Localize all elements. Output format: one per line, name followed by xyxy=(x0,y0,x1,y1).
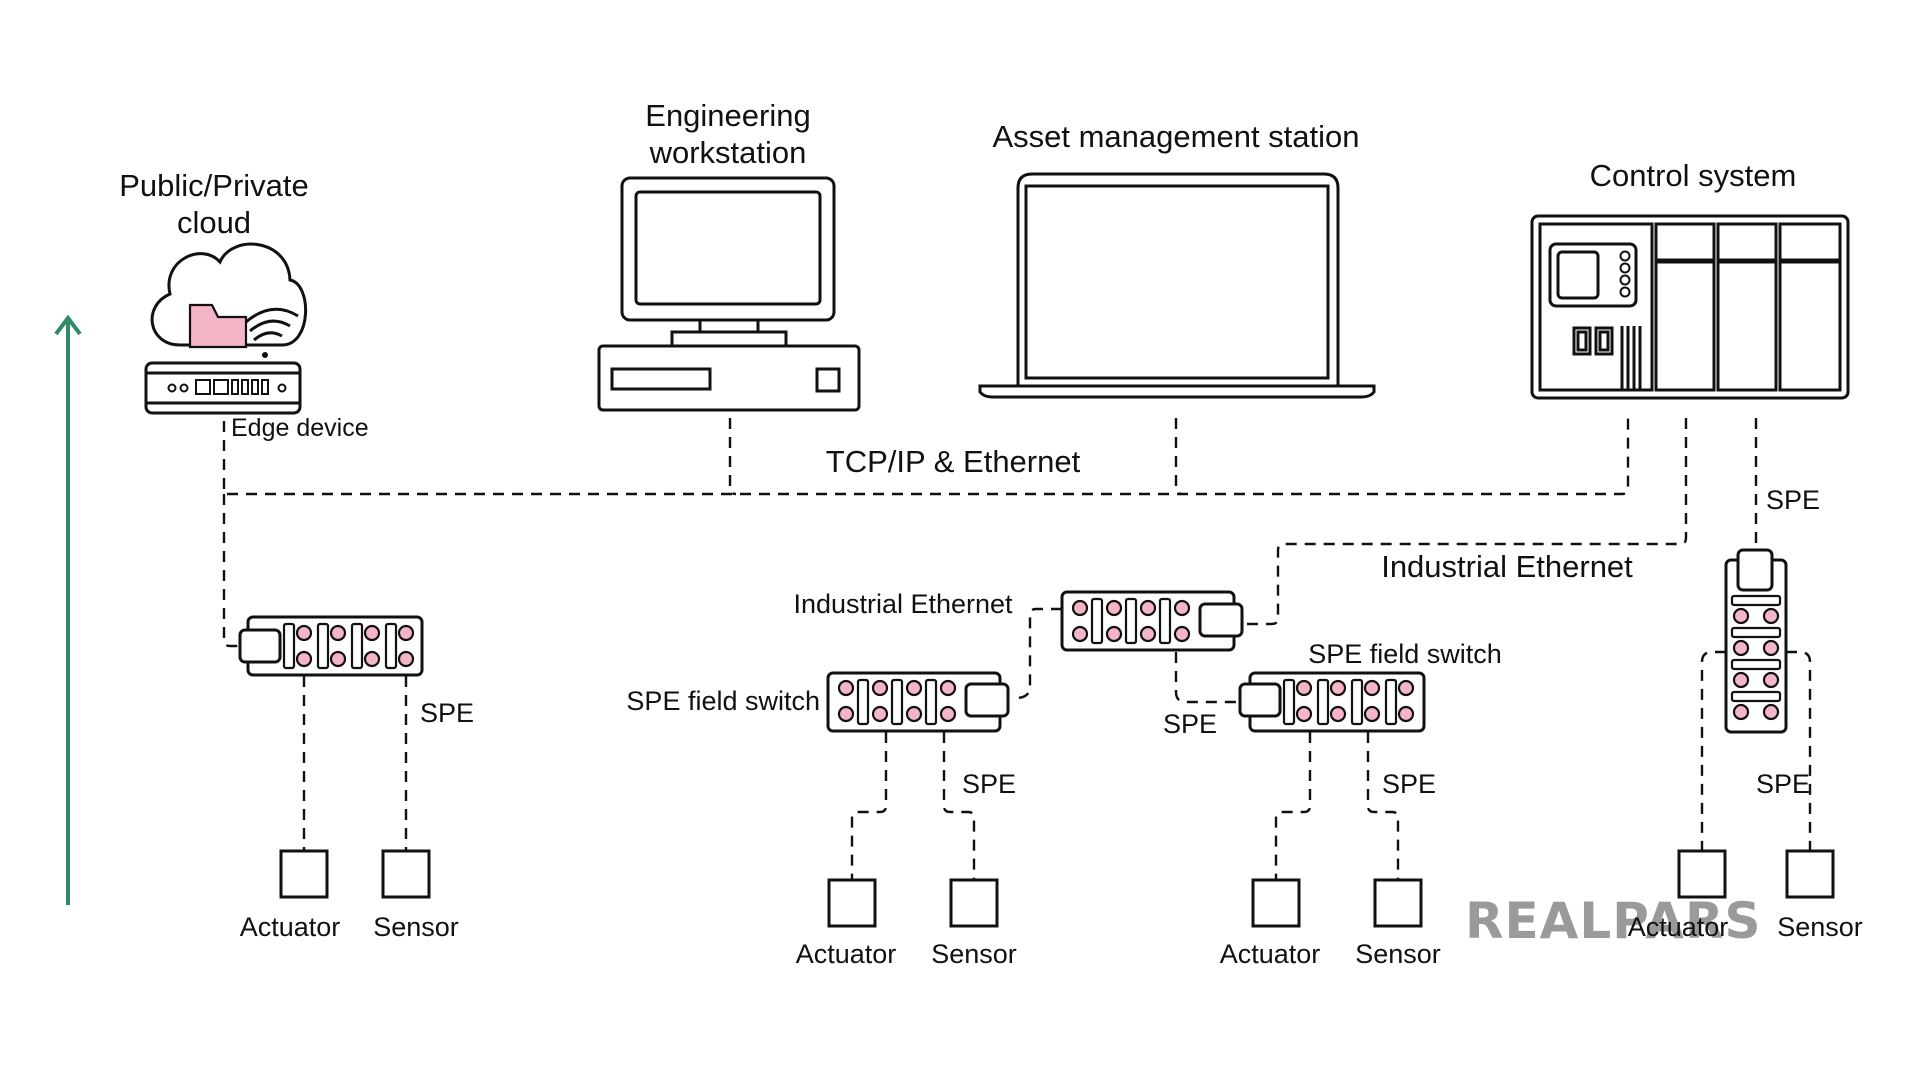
up-arrow-icon xyxy=(54,314,82,905)
edge-device-icon xyxy=(144,361,302,415)
sensor-label: Sensor xyxy=(931,939,1017,969)
sensor-icon xyxy=(381,849,431,899)
cloud-label-line1: Public/Private xyxy=(119,168,309,203)
spe-field-switch-left-label: SPE field switch xyxy=(626,686,820,716)
plc-rack-icon xyxy=(1530,214,1850,400)
spe-mid-label: SPE xyxy=(1382,769,1436,799)
cloud-label-line2: cloud xyxy=(177,205,251,240)
network-lines xyxy=(222,418,1812,880)
asset-management-label: Asset management station xyxy=(992,119,1359,154)
tcpip-ethernet-label: TCP/IP & Ethernet xyxy=(826,444,1081,479)
actuator-label: Actuator xyxy=(1628,912,1729,942)
industrial-ethernet-main-label: Industrial Ethernet xyxy=(1381,549,1633,584)
folder-icon xyxy=(188,303,248,349)
actuator-label: Actuator xyxy=(1220,939,1321,969)
actuator-label: Actuator xyxy=(240,912,341,942)
actuator-label: Actuator xyxy=(796,939,897,969)
sensor-icon xyxy=(1373,878,1423,928)
engineering-label-line2: workstation xyxy=(649,135,807,170)
field-switch-icon xyxy=(826,671,1010,733)
actuator-icon xyxy=(1251,878,1301,928)
field-switch-icon xyxy=(238,615,424,677)
field-switch-icon xyxy=(1724,548,1788,734)
realpars-watermark: REALPARS xyxy=(1465,892,1761,950)
sensor-icon xyxy=(1785,849,1835,899)
spe-center-label: SPE xyxy=(1163,709,1217,739)
engineering-label-line1: Engineering xyxy=(645,98,810,133)
sensor-label: Sensor xyxy=(1777,912,1863,942)
spe-field-switch-right-label: SPE field switch xyxy=(1308,639,1502,669)
edge-device-label: Edge device xyxy=(231,414,369,442)
field-switch-icon xyxy=(1060,590,1244,652)
field-switch-icon xyxy=(1238,671,1426,733)
desktop-computer-icon xyxy=(597,176,861,412)
actuator-icon xyxy=(279,849,329,899)
spe-left-label: SPE xyxy=(962,769,1016,799)
sensor-label: Sensor xyxy=(1355,939,1441,969)
sensor-label: Sensor xyxy=(373,912,459,942)
industrial-ethernet-side-label: Industrial Ethernet xyxy=(793,589,1013,619)
spe-right-bottom-label: SPE xyxy=(1756,769,1810,799)
actuator-icon xyxy=(1677,849,1727,899)
spe-edge-label: SPE xyxy=(420,698,474,728)
spe-right-top-label: SPE xyxy=(1766,485,1820,515)
wifi-icon xyxy=(245,307,299,358)
sensor-icon xyxy=(949,878,999,928)
control-system-label: Control system xyxy=(1590,158,1797,193)
laptop-icon xyxy=(978,172,1376,399)
actuator-icon xyxy=(827,878,877,928)
